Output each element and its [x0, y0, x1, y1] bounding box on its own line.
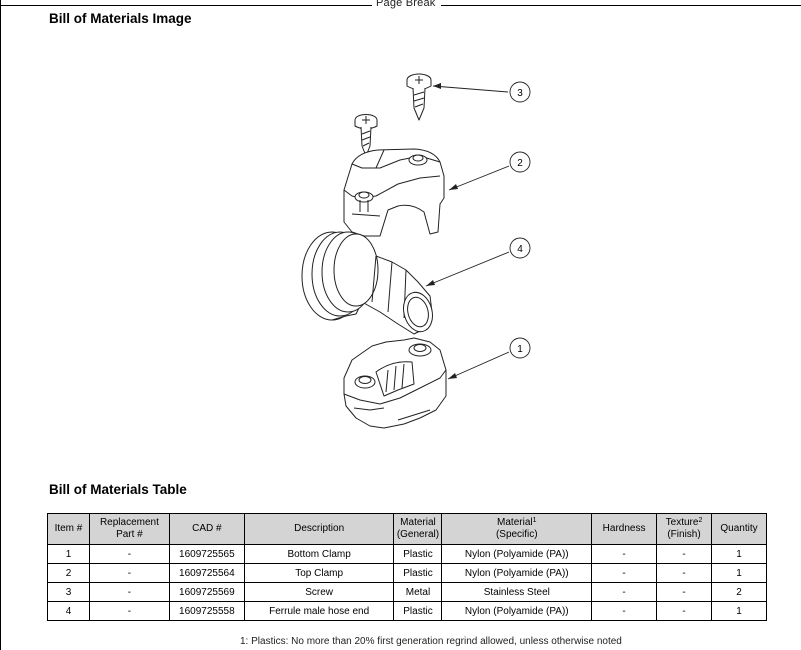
cell-item: 4 — [47, 601, 90, 621]
header-item: Item # — [47, 513, 90, 545]
header-material-specific: Material1(Specific) — [441, 513, 593, 545]
callout-circle-1 — [509, 337, 531, 359]
cell-cad: 1609725565 — [168, 544, 245, 564]
screw-part-left — [354, 114, 378, 157]
bom-image-heading: Bill of Materials Image — [49, 11, 192, 26]
callout-circle-2 — [509, 151, 531, 173]
header-material-general: Material(General) — [393, 513, 443, 545]
cell-description: Top Clamp — [243, 563, 395, 583]
cell-quantity: 1 — [710, 563, 768, 583]
cell-material-specific: Nylon (Polyamide (PA)) — [441, 563, 593, 583]
callout-number-1: 1 — [517, 344, 523, 355]
cell-texture: - — [656, 582, 712, 602]
cell-hardness: - — [591, 582, 658, 602]
table-row: 1 - 1609725565 Bottom Clamp Plastic Nylo… — [47, 544, 768, 564]
cell-hardness: - — [591, 544, 658, 564]
page-break-label: Page Break — [376, 0, 436, 9]
cell-item: 1 — [47, 544, 90, 564]
cell-material-specific: Nylon (Polyamide (PA)) — [441, 544, 593, 564]
leader-line-3 — [432, 85, 509, 93]
header-cad: CAD # — [168, 513, 245, 545]
cell-description: Screw — [243, 582, 395, 602]
leader-line-4 — [425, 251, 510, 287]
cell-texture: - — [656, 563, 712, 583]
cell-hardness: - — [591, 601, 658, 621]
footnote: 1: Plastics: No more than 20% first gene… — [240, 636, 622, 647]
cell-item: 2 — [47, 563, 90, 583]
cell-texture: - — [656, 544, 712, 564]
cell-quantity: 1 — [710, 601, 768, 621]
callout-number-3: 3 — [517, 88, 523, 99]
cell-material-general: Plastic — [393, 601, 443, 621]
page-break-line-left — [0, 5, 372, 6]
cell-material-general: Plastic — [393, 563, 443, 583]
cell-replacement: - — [88, 582, 170, 602]
callout-circle-3 — [509, 81, 531, 103]
cell-cad: 1609725569 — [168, 582, 245, 602]
page-left-border — [0, 0, 1, 650]
screw-part-3 — [406, 73, 432, 121]
cell-texture: - — [656, 601, 712, 621]
table-row: 4 - 1609725558 Ferrule male hose end Pla… — [47, 601, 768, 621]
cell-material-general: Metal — [393, 582, 443, 602]
cell-cad: 1609725558 — [168, 601, 245, 621]
cell-description: Ferrule male hose end — [243, 601, 395, 621]
callout-number-4: 4 — [517, 244, 523, 255]
bom-table-heading: Bill of Materials Table — [49, 482, 187, 497]
top-clamp-part-2 — [343, 148, 445, 237]
bottom-clamp-part-1 — [343, 337, 447, 429]
header-quantity: Quantity — [710, 513, 768, 545]
cell-cad: 1609725564 — [168, 563, 245, 583]
cell-material-specific: Nylon (Polyamide (PA)) — [441, 601, 593, 621]
cell-replacement: - — [88, 601, 170, 621]
page-break-line-right — [441, 5, 801, 6]
header-texture: Texture2(Finish) — [656, 513, 712, 545]
cell-quantity: 2 — [710, 582, 768, 602]
cell-material-specific: Stainless Steel — [441, 582, 593, 602]
ferrule-part-4 — [301, 231, 433, 335]
cell-hardness: - — [591, 563, 658, 583]
table-row: 2 - 1609725564 Top Clamp Plastic Nylon (… — [47, 563, 768, 583]
callout-number-2: 2 — [517, 158, 523, 169]
header-hardness: Hardness — [591, 513, 658, 545]
leader-line-2 — [448, 165, 510, 191]
callout-circle-4 — [509, 237, 531, 259]
cell-replacement: - — [88, 563, 170, 583]
header-description: Description — [243, 513, 395, 545]
leader-line-1 — [447, 351, 510, 380]
cell-quantity: 1 — [710, 544, 768, 564]
bom-exploded-drawing: 3 2 4 1 — [301, 73, 531, 429]
table-row: 3 - 1609725569 Screw Metal Stainless Ste… — [47, 582, 768, 602]
cell-item: 3 — [47, 582, 90, 602]
cell-replacement: - — [88, 544, 170, 564]
cell-description: Bottom Clamp — [243, 544, 395, 564]
cell-material-general: Plastic — [393, 544, 443, 564]
